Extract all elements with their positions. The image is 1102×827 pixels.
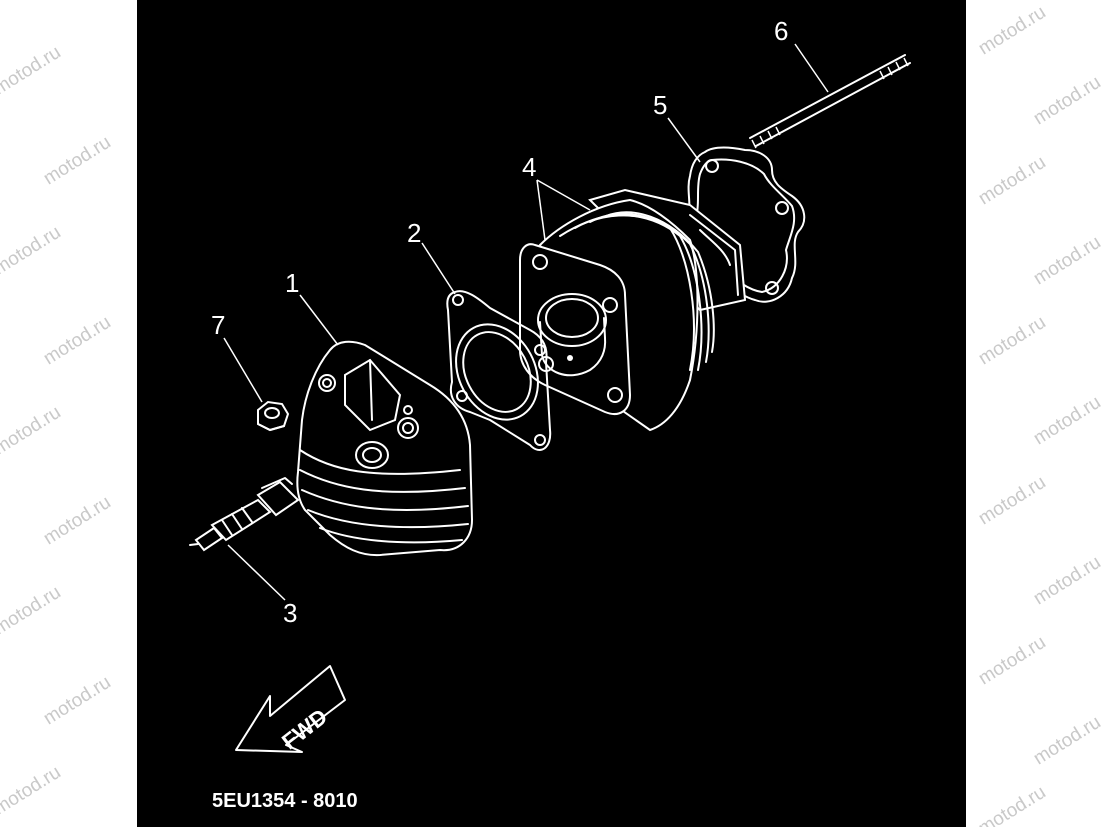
part-label-3: 3: [283, 598, 297, 628]
stud-bolt-part[interactable]: [749, 54, 911, 149]
part-label-7: 7: [211, 310, 225, 340]
part-label-4: 4: [522, 152, 536, 182]
cylinder-head-part[interactable]: [296, 340, 474, 557]
forward-direction-label: FWD: [277, 704, 332, 755]
cylinder-part[interactable]: [519, 188, 747, 432]
part-label-5: 5: [653, 90, 667, 120]
part-label-6: 6: [774, 16, 788, 46]
part-label-1: 1: [285, 268, 299, 298]
part-label-2: 2: [407, 218, 421, 248]
head-gasket-part[interactable]: [440, 290, 554, 451]
leader-lines: [223, 43, 829, 601]
diagram-code: 5EU1354 - 8010: [212, 790, 358, 812]
forward-arrow-icon: [235, 665, 346, 753]
spark-plug-part[interactable]: [189, 477, 300, 552]
nut-part[interactable]: [257, 400, 290, 432]
